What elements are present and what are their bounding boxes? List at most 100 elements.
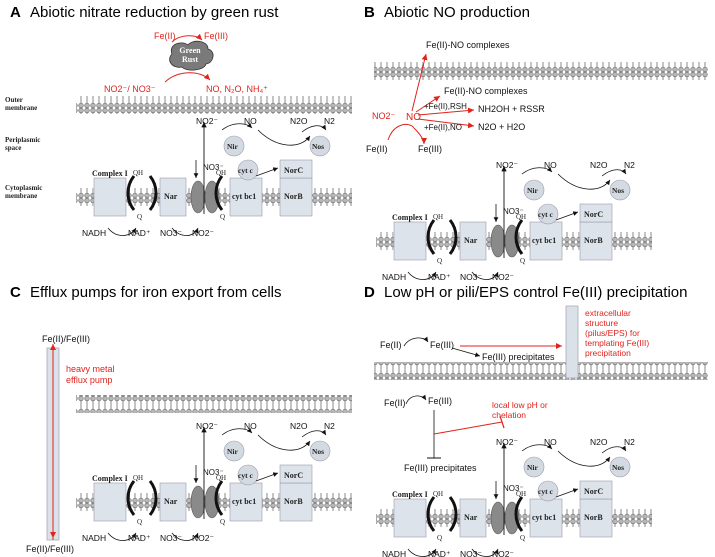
qh-label-2: QH — [516, 213, 526, 221]
fe-no-complex-2: Fe(II)-NO complexes — [444, 86, 528, 96]
cyt-c-label: cyt c — [538, 210, 553, 219]
panel-letter: C — [10, 284, 21, 301]
cyt-bc1-box — [229, 482, 263, 522]
nos-circle — [309, 135, 331, 157]
pump-label-2: efflux pump — [66, 375, 112, 385]
complex-i-box — [393, 498, 427, 538]
fe-oxidation-arrow — [171, 33, 203, 43]
nar-label: Nar — [164, 497, 178, 506]
q-arc-2 — [448, 496, 458, 532]
products-label: NO, N₂O, NH₄⁺ — [206, 84, 268, 94]
no-label: NO — [406, 112, 421, 123]
n2o-top-label: N2O — [290, 421, 308, 431]
nad-label: NAD⁺ — [428, 272, 451, 282]
panel-letter: A — [10, 4, 21, 21]
panel-title: Efflux pumps for iron export from cells — [30, 284, 281, 301]
cyt-bc1-box — [529, 221, 563, 261]
nitrate-in-label: NO3⁻ — [460, 549, 482, 557]
nir-label: Nir — [227, 142, 239, 151]
cyt-bc1-box — [229, 177, 263, 217]
nar-box — [159, 177, 187, 217]
n2o-top-label: N2O — [290, 116, 308, 126]
outer-membrane-label-2: membrane — [5, 104, 37, 112]
norc-box — [579, 203, 613, 223]
nir-label: Nir — [527, 463, 539, 472]
reactants-label: NO2⁻/ NO3⁻ — [104, 84, 156, 94]
q-arc-1 — [126, 175, 136, 211]
nar-box — [159, 482, 187, 522]
ext-label-1: extracellular — [585, 308, 631, 318]
transporter-1 — [190, 180, 206, 214]
nar-label: Nar — [164, 192, 178, 201]
green-rust-blob: Green Rust — [169, 40, 214, 71]
panel-letter: D — [364, 284, 375, 301]
nitrite-top-label: NO2⁻ — [196, 421, 218, 431]
nitrate-in-label: NO3⁻ — [160, 228, 182, 238]
nos-label: Nos — [612, 186, 624, 195]
nir-circle — [223, 440, 245, 462]
nar-box — [459, 498, 487, 538]
norc-label: NorC — [284, 166, 303, 175]
pilus-structure — [565, 305, 579, 379]
panel-b: B Abiotic NO production Fe(II)-NO comple… — [364, 4, 708, 282]
fe3-label-top: Fe(III) — [430, 340, 454, 350]
nos-circle — [609, 179, 631, 201]
nad-label: NAD⁺ — [128, 228, 151, 238]
nos-circle — [609, 456, 631, 478]
panel-a: A Abiotic nitrate reduction by green rus… — [5, 4, 352, 238]
complex-i-label: Complex I — [92, 169, 128, 178]
q-label: Q — [437, 534, 442, 542]
qh-label-2: QH — [216, 169, 226, 177]
q-arc-1 — [426, 496, 436, 532]
outer-membrane — [76, 96, 352, 114]
nitrite-top-label: NO2⁻ — [196, 116, 218, 126]
complex-i-label: Complex I — [392, 490, 428, 499]
q-arc-2 — [148, 175, 158, 211]
fe-no-complex-1: Fe(II)-NO complexes — [426, 40, 510, 50]
cytoplasmic-label: Cytoplasmic — [5, 184, 42, 192]
no-top-label: NO — [244, 421, 257, 431]
fe3-label: Fe(III) — [204, 31, 228, 41]
transporter-1 — [490, 501, 506, 535]
fe2-label-bottom: Fe(II) — [384, 398, 406, 408]
no-top-label: NO — [544, 160, 557, 170]
complex-i-box — [393, 221, 427, 261]
panel-title: Abiotic nitrate reduction by green rust — [30, 4, 279, 21]
nos-label: Nos — [612, 463, 624, 472]
fe2-label: Fe(II) — [366, 144, 388, 154]
arrow-no — [417, 118, 475, 129]
norb-box — [579, 221, 613, 261]
fe2-label-top: Fe(II) — [380, 340, 402, 350]
reagent-no: +Fe(II),NO — [424, 123, 462, 132]
nitrate-in-label: NO3⁻ — [160, 533, 182, 543]
nitrate-up-label: NO3⁻ — [503, 207, 524, 216]
nir-label: Nir — [527, 186, 539, 195]
n2-top-label: N2 — [324, 116, 335, 126]
nos-label: Nos — [312, 142, 324, 151]
bottom-iron-label: Fe(II)/Fe(III) — [26, 544, 74, 554]
q-label: Q — [137, 518, 142, 526]
nitrate-up-label: NO3⁻ — [503, 484, 524, 493]
q-label: Q — [137, 213, 142, 221]
pump-label-1: heavy metal — [66, 364, 115, 374]
norb-label: NorB — [284, 497, 303, 506]
arrow-to-complex-2 — [415, 95, 441, 113]
nos-label: Nos — [312, 447, 324, 456]
panel-c: C Efflux pumps for iron export from cell… — [10, 284, 352, 554]
green-rust-label-1: Green — [179, 46, 201, 55]
nitrate-up-label: NO3⁻ — [203, 163, 224, 172]
norb-box — [579, 498, 613, 538]
qh-label: QH — [133, 169, 143, 177]
nitrate-reduction-arrow — [164, 72, 211, 83]
fe3-label-bottom: Fe(III) — [428, 396, 452, 406]
low-ph-label-1: local low pH or — [492, 400, 548, 410]
nar-label: Nar — [464, 236, 478, 245]
nitrate-up-label: NO3⁻ — [203, 468, 224, 477]
cyt-bc1-label: cyt bc1 — [532, 236, 556, 245]
fe2-label: Fe(II) — [154, 31, 176, 41]
transporter-1 — [190, 485, 206, 519]
no-top-label: NO — [244, 116, 257, 126]
